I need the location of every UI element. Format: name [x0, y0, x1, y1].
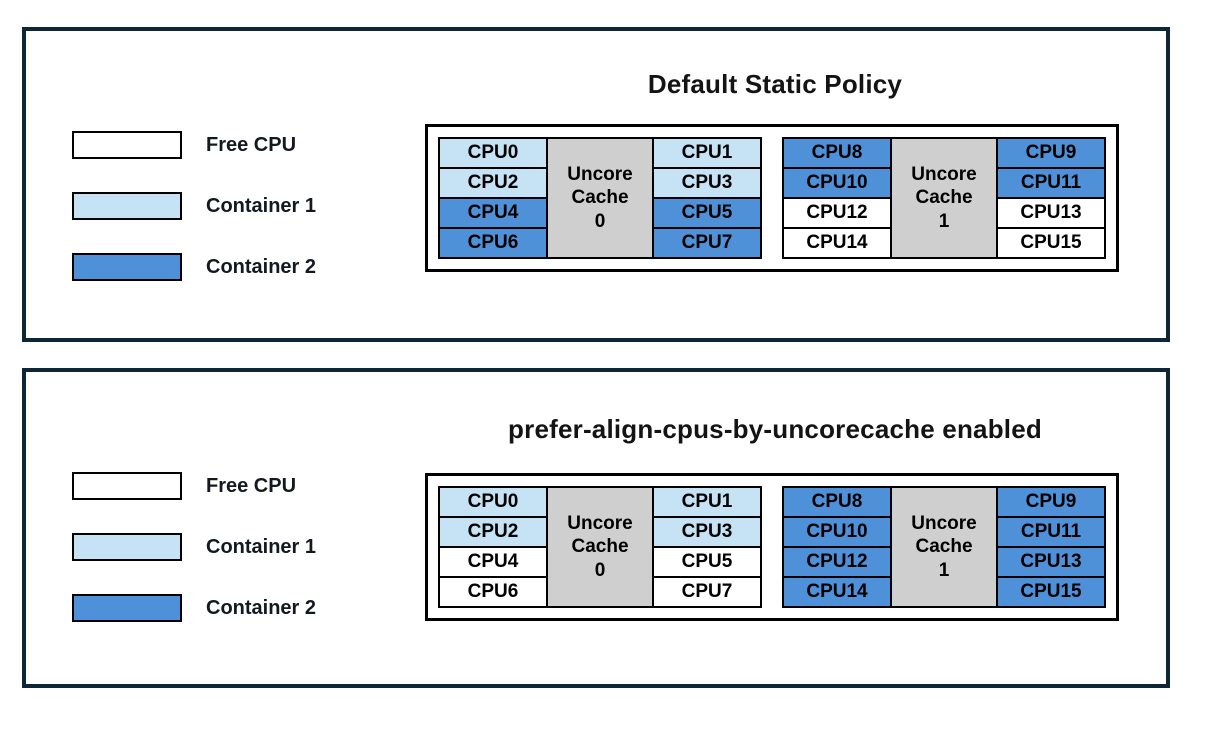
uncore-cache-label-line: 1 [938, 559, 950, 581]
cpu-cell-cpu12: CPU12 [784, 199, 890, 227]
panel-prefer-align-uncorecache: Free CPU Container 1 Container 2 prefer-al… [22, 368, 1170, 688]
cpu-cell-cpu13: CPU13 [998, 548, 1104, 576]
cpu-cell-cpu2: CPU2 [440, 169, 546, 197]
cpu-cell-cpu6: CPU6 [440, 578, 546, 606]
cpu-cell-cpu10: CPU10 [784, 169, 890, 197]
cpu-cell-cpu11: CPU11 [998, 169, 1104, 197]
cpu-cell-cpu2: CPU2 [440, 518, 546, 546]
panel-title: prefer-align-cpus-by-uncorecache enabled [508, 414, 1042, 444]
cpu-cell-cpu15: CPU15 [998, 229, 1104, 257]
legend-swatch-container1 [72, 192, 182, 220]
cpu-cell-cpu11: CPU11 [998, 518, 1104, 546]
cpu-cell-cpu6: CPU6 [440, 229, 546, 257]
uncore-cache-label-line: Uncore [911, 164, 977, 186]
legend-swatch-free [72, 131, 182, 159]
cpu-cell-cpu5: CPU5 [654, 548, 760, 576]
uncore-cache-label-line: 1 [938, 210, 950, 232]
cpu-cell-cpu14: CPU14 [784, 229, 890, 257]
cpu-cell-cpu8: CPU8 [784, 488, 890, 516]
panel-title: Default Static Policy [647, 69, 903, 99]
legend-label: Container 1 [206, 194, 317, 217]
legend-swatch-container2 [72, 594, 182, 622]
legend-item: Free CPU [72, 472, 316, 500]
panel-default-static-policy: Free CPU Container 1 Container 2 Default S… [22, 27, 1170, 342]
cpu-cell-cpu15: CPU15 [998, 578, 1104, 606]
uncore-cache-label-line: 0 [594, 559, 606, 581]
legend-swatch-free [72, 472, 182, 500]
uncore-cache-label-line: Uncore [911, 513, 977, 535]
uncore-cache-label-line: Cache [915, 536, 973, 558]
cpu-cell-cpu1: CPU1 [654, 139, 760, 167]
cpu-cell-cpu8: CPU8 [784, 139, 890, 167]
cpu-cell-cpu3: CPU3 [654, 169, 760, 197]
legend-label: Free CPU [206, 474, 297, 497]
legend-item: Container 1 [72, 533, 316, 561]
cpu-cell-cpu7: CPU7 [654, 578, 760, 606]
panel-content: prefer-align-cpus-by-uncorecache enabled… [425, 414, 1125, 621]
cpu-cell-cpu0: CPU0 [440, 139, 546, 167]
legend: Free CPU Container 1 Container 2 [72, 131, 316, 281]
legend-swatch-container1 [72, 533, 182, 561]
cpu-cell-cpu5: CPU5 [654, 199, 760, 227]
cpu-cell-cpu13: CPU13 [998, 199, 1104, 227]
cpu-cell-cpu7: CPU7 [654, 229, 760, 257]
cpu-cell-cpu9: CPU9 [998, 488, 1104, 516]
uncore-cache-label-line: 0 [594, 210, 606, 232]
cpu-cell-cpu14: CPU14 [784, 578, 890, 606]
cpu-cell-cpu10: CPU10 [784, 518, 890, 546]
uncore-cache-label-line: Cache [571, 187, 629, 209]
legend-item: Container 1 [72, 192, 316, 220]
cpu-cell-cpu4: CPU4 [440, 199, 546, 227]
uncore-cache-label-line: Cache [571, 536, 629, 558]
legend-item: Container 2 [72, 594, 316, 622]
cpu-cell-cpu12: CPU12 [784, 548, 890, 576]
uncore-cache-label-line: Uncore [567, 513, 633, 535]
legend-item: Free CPU [72, 131, 316, 159]
cpu-cell-cpu3: CPU3 [654, 518, 760, 546]
legend-label: Container 2 [206, 255, 317, 278]
legend-item: Container 2 [72, 253, 316, 281]
cpu-cell-cpu1: CPU1 [654, 488, 760, 516]
legend-swatch-container2 [72, 253, 182, 281]
uncore-cache-label-line: Cache [915, 187, 973, 209]
legend-label: Free CPU [206, 133, 297, 156]
cpu-cell-cpu4: CPU4 [440, 548, 546, 576]
legend-label: Container 2 [206, 596, 317, 619]
uncore-cache-label-line: Uncore [567, 164, 633, 186]
legend: Free CPU Container 1 Container 2 [72, 472, 316, 622]
cpu-cell-cpu9: CPU9 [998, 139, 1104, 167]
cpu-cell-cpu0: CPU0 [440, 488, 546, 516]
legend-label: Container 1 [206, 535, 317, 558]
